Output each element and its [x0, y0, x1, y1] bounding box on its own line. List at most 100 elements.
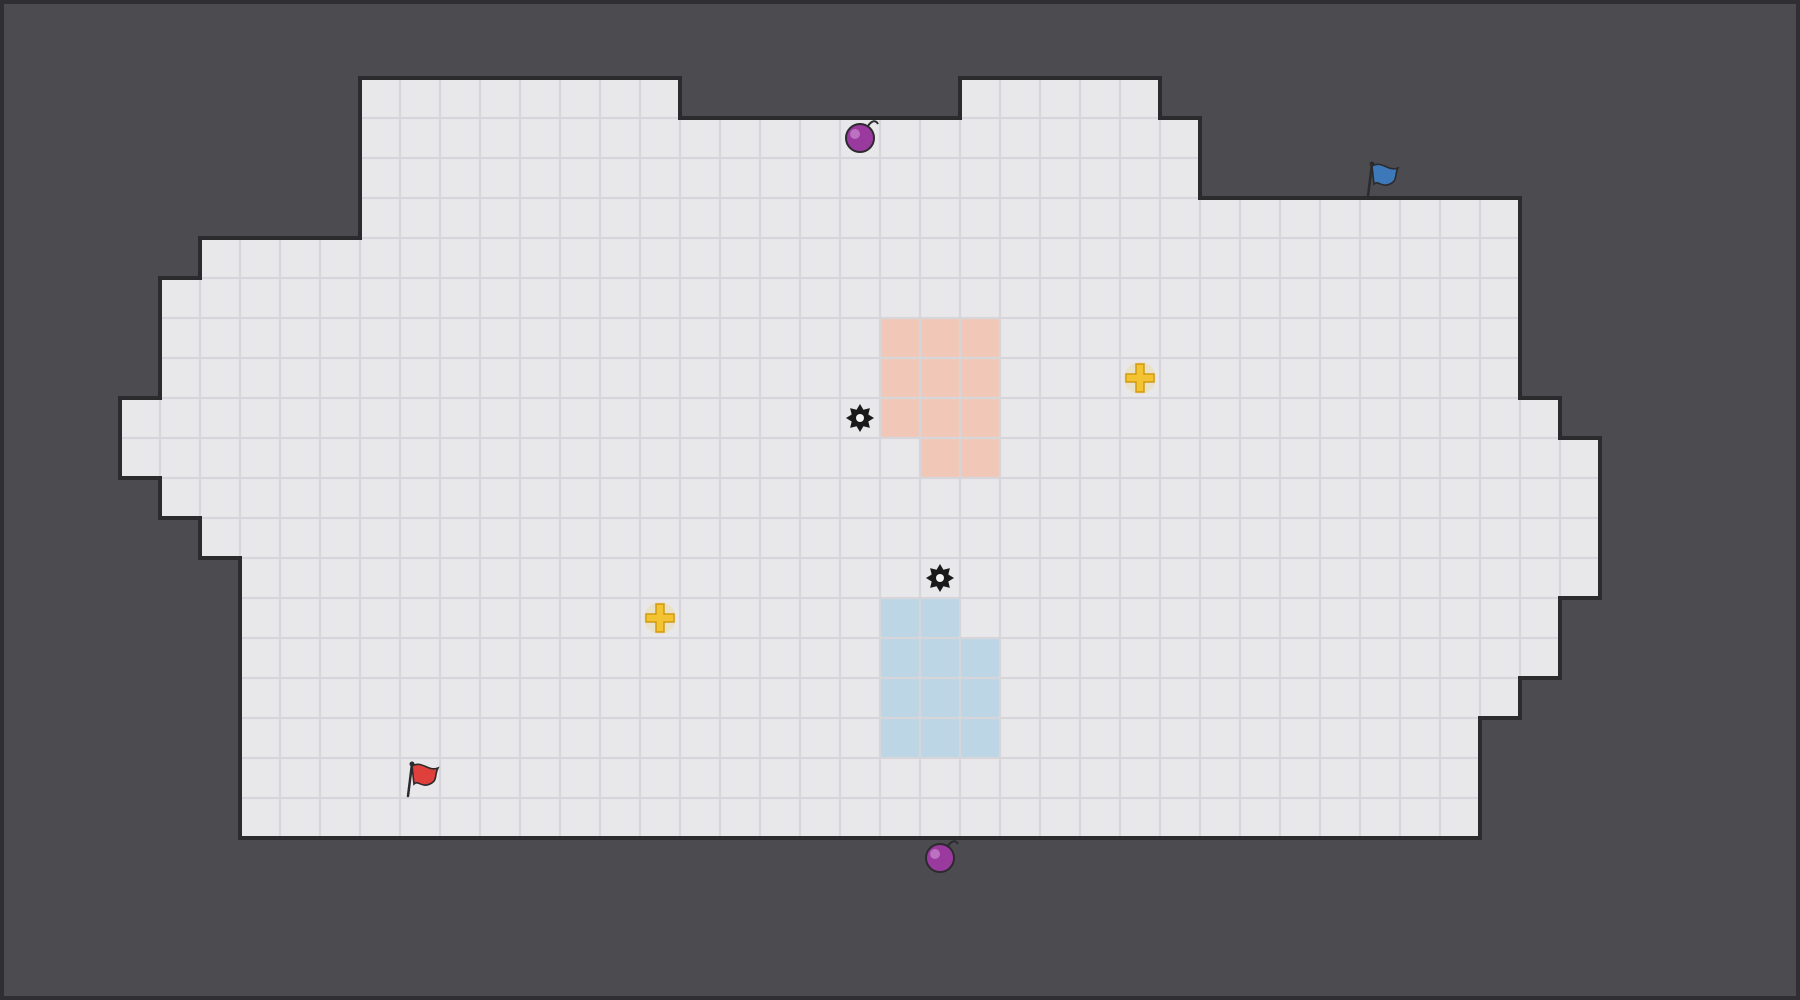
grid-cell	[959, 197, 1001, 239]
floor-tile	[520, 438, 560, 478]
blue-flag-icon[interactable]	[1366, 161, 1400, 198]
floor-tile	[240, 678, 280, 718]
grid-layer	[119, 77, 1601, 839]
floor-tile	[1040, 678, 1080, 718]
floor-tile	[1160, 798, 1200, 838]
bomb-highlight	[850, 129, 860, 139]
spike-icon[interactable]	[846, 404, 874, 432]
floor-tile	[360, 598, 400, 638]
floor-tile	[1040, 278, 1080, 318]
floor-tile	[1360, 318, 1400, 358]
floor-tile	[600, 518, 640, 558]
grid-cell	[919, 157, 961, 199]
floor-tile	[1200, 638, 1240, 678]
grid-cell	[399, 317, 441, 359]
grid-cell	[479, 357, 521, 399]
grid-cell	[759, 357, 801, 399]
floor-tile	[400, 318, 440, 358]
grid-cell	[479, 277, 521, 319]
floor-tile	[1480, 198, 1520, 238]
floor-tile	[560, 638, 600, 678]
grid-cell	[559, 197, 601, 239]
grid-cell	[999, 117, 1041, 159]
grid-cell	[199, 397, 241, 439]
grid-cell	[319, 477, 361, 519]
bomb-fuse	[867, 120, 879, 127]
grid-cell	[1079, 157, 1121, 199]
floor-tile	[1440, 798, 1480, 838]
floor-tile	[1480, 558, 1520, 598]
red-zone-tile	[960, 438, 1000, 478]
red-zone-tile	[960, 398, 1000, 438]
floor-tile	[240, 238, 280, 278]
floor-tile	[520, 198, 560, 238]
spike-icon[interactable]	[926, 564, 954, 592]
red-zone-tile	[920, 358, 960, 398]
grid-cell	[1239, 317, 1281, 359]
grid-cell	[599, 317, 641, 359]
grid-cell	[1159, 517, 1201, 559]
grid-cell	[1119, 597, 1161, 639]
grid-cell	[199, 277, 241, 319]
floor-tile	[560, 318, 600, 358]
red-flag-icon[interactable]	[406, 761, 440, 798]
bomb-icon[interactable]	[925, 840, 959, 873]
floor-tile	[1360, 638, 1400, 678]
floor-tile	[560, 198, 600, 238]
grid-cell	[1079, 517, 1121, 559]
floor-tile	[400, 638, 440, 678]
grid-cell	[679, 317, 721, 359]
floor-tile	[440, 438, 480, 478]
floor-tile	[1240, 478, 1280, 518]
grid-cell	[1439, 557, 1481, 599]
floor-tile	[1200, 558, 1240, 598]
grid-cell	[1359, 757, 1401, 799]
floor-tile	[1040, 598, 1080, 638]
red-zone-tile	[880, 398, 920, 438]
bomb-icon[interactable]	[845, 120, 879, 153]
floor-tile	[720, 518, 760, 558]
grid-cell	[599, 557, 641, 599]
floor-tile	[400, 238, 440, 278]
grid-cell	[639, 677, 681, 719]
floor-tile	[1400, 638, 1440, 678]
grid-cell	[399, 357, 441, 399]
grid-cell	[279, 677, 321, 719]
floor-tile	[520, 558, 560, 598]
floor-tile	[600, 358, 640, 398]
floor-tile	[1280, 238, 1320, 278]
floor-tile	[200, 358, 240, 398]
floor-tile	[720, 398, 760, 438]
grid-cell	[1439, 317, 1481, 359]
grid-cell	[399, 677, 441, 719]
floor-tile	[1240, 278, 1280, 318]
floor-tile	[480, 78, 520, 118]
grid-cell	[1199, 637, 1241, 679]
floor-tile	[1080, 118, 1120, 158]
grid-cell	[639, 637, 681, 679]
floor-tile	[1360, 518, 1400, 558]
grid-cell	[239, 437, 281, 479]
floor-tile	[880, 758, 920, 798]
grid-cell	[719, 597, 761, 639]
grid-cell	[879, 717, 921, 759]
powerup-cross	[1125, 363, 1155, 393]
plus-powerup-icon[interactable]	[644, 602, 676, 634]
grid-cell	[559, 437, 601, 479]
floor-tile	[1120, 398, 1160, 438]
grid-cell	[1279, 397, 1321, 439]
floor-tile	[1480, 478, 1520, 518]
grid-cell	[919, 517, 961, 559]
floor-tile	[1160, 518, 1200, 558]
floor-tile	[400, 478, 440, 518]
floor-tile	[1000, 758, 1040, 798]
floor-tile	[1400, 558, 1440, 598]
grid-cell	[1159, 637, 1201, 679]
floor-tile	[1000, 158, 1040, 198]
grid-cell	[999, 357, 1041, 399]
plus-powerup-icon[interactable]	[1124, 362, 1156, 394]
entity-layer[interactable]	[406, 120, 1400, 873]
floor-tile	[1240, 358, 1280, 398]
grid-cell	[1159, 317, 1201, 359]
